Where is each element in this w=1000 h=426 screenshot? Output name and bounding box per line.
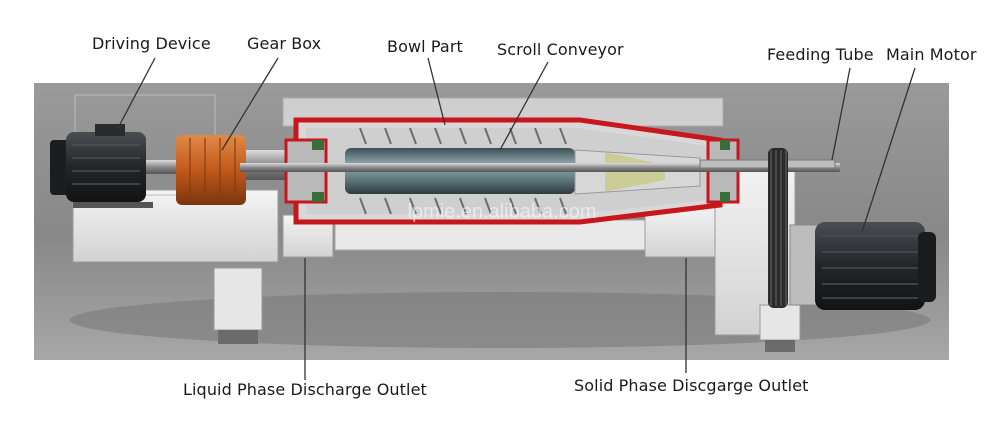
- label-main-motor: Main Motor: [886, 45, 977, 64]
- label-solid-phase-discharge-outlet: Solid Phase Discgarge Outlet: [574, 376, 809, 395]
- pulley-belt: [768, 148, 788, 308]
- label-gear-box: Gear Box: [247, 34, 321, 53]
- feeding-tube: [700, 160, 835, 168]
- label-feeding-tube: Feeding Tube: [767, 45, 874, 64]
- label-scroll-conveyor: Scroll Conveyor: [497, 40, 624, 59]
- label-bowl-part: Bowl Part: [387, 37, 463, 56]
- watermark: lpmie.en.alibaba.com: [408, 201, 597, 223]
- label-driving-device: Driving Device: [92, 34, 211, 53]
- main-motor: [790, 222, 936, 310]
- label-liquid-phase-discharge-outlet: Liquid Phase Discharge Outlet: [183, 380, 427, 399]
